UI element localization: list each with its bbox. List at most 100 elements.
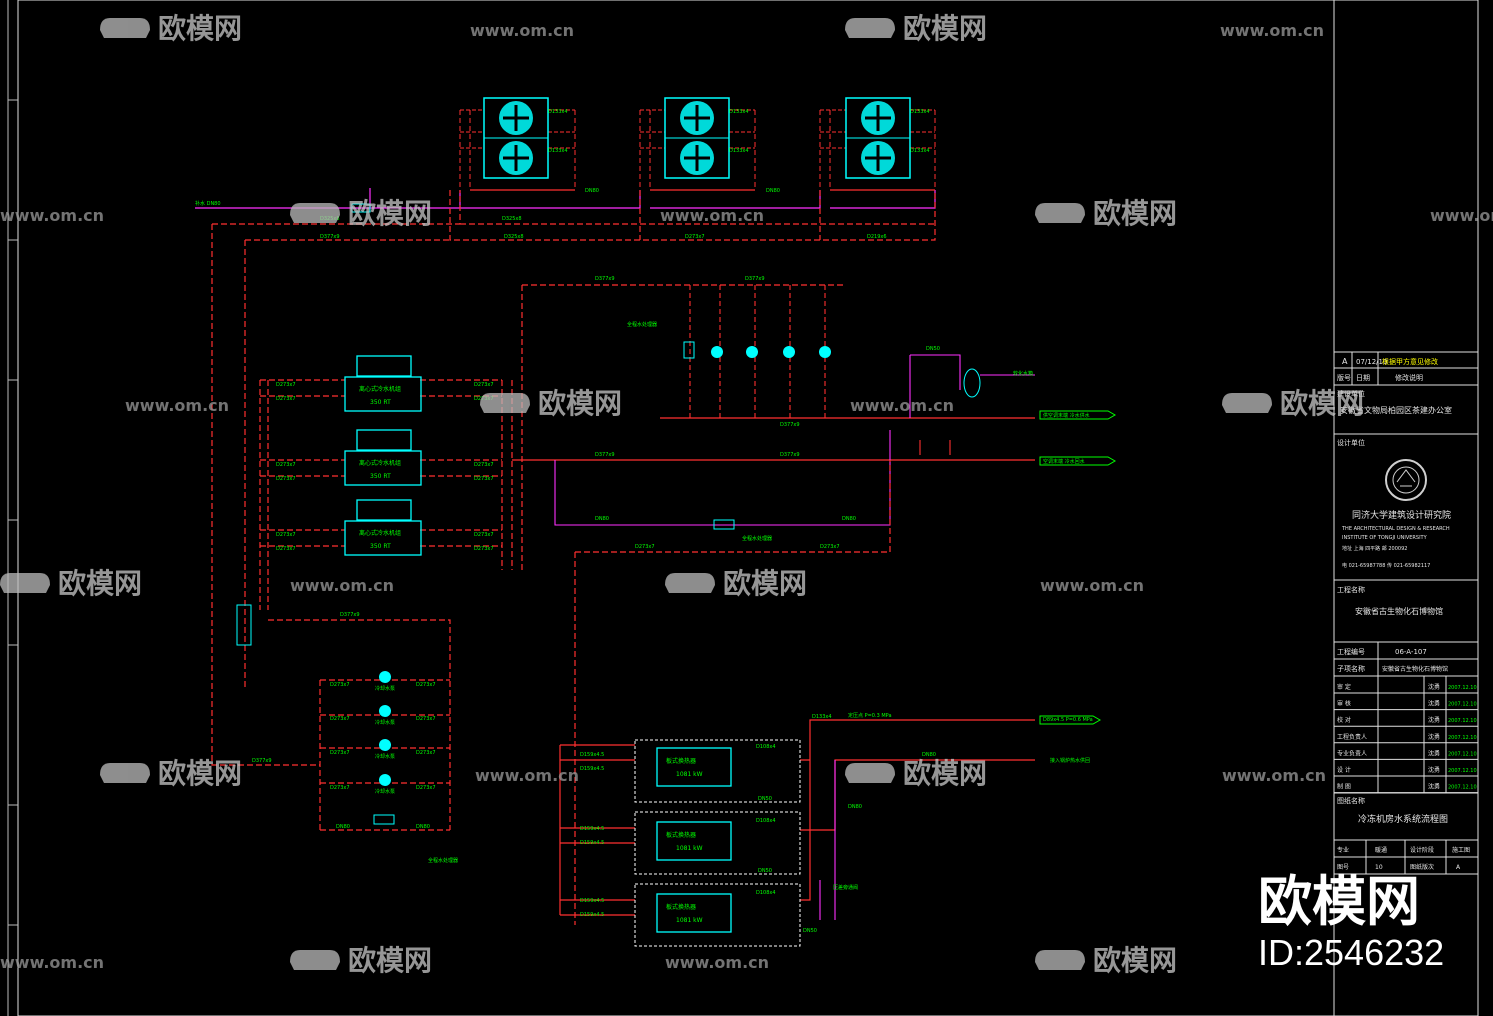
pipe-label: D377x9	[780, 452, 800, 458]
watermark-logo: 欧模网	[1035, 197, 1177, 230]
rev-desc: 根据甲方意见修改	[1382, 357, 1438, 366]
title-role-name: 沈勇	[1428, 766, 1440, 774]
pipe-label: DN80	[595, 516, 609, 522]
pipe-label: D377x9	[340, 612, 360, 618]
pipe-label: D159x4.5	[580, 912, 604, 918]
pipe-label: DN80	[766, 188, 780, 194]
cw-pump-1-label: 冷却水泵	[375, 685, 395, 692]
watermark-logo: 欧模网	[845, 12, 987, 45]
drawing-name: 冷冻机房水系统流程图	[1358, 813, 1448, 825]
pipe-label: DN80	[848, 804, 862, 810]
filter-label-3: 全程水处理器	[627, 321, 657, 328]
watermark-logo: 欧模网	[290, 197, 432, 230]
watermark-url-text: www.om.cn	[125, 396, 229, 415]
heat-exchanger-3	[656, 893, 732, 933]
chiller-2-cap: 350 RT	[370, 473, 391, 480]
bypass-label: 压差旁通阀	[833, 884, 858, 891]
title-role-role: 制 图	[1337, 783, 1351, 791]
cw-pump-4-label: 冷却水泵	[375, 788, 395, 795]
pipe-label: D159x4.5	[580, 766, 604, 772]
pipe-label: D273x7	[276, 532, 296, 538]
institute-tel: 电 021-65987788 传 021-65982117	[1342, 562, 1430, 569]
watermark-logo-text: 欧模网	[1280, 387, 1364, 420]
pipe-label: D159x4.5	[580, 826, 604, 832]
rev-col1: 版号	[1337, 373, 1351, 382]
watermark-url: www.om.cn	[0, 953, 104, 972]
watermark-url: www.om.cn	[475, 766, 579, 785]
filter-label-1: 全程水处理器	[742, 535, 772, 542]
pipe-label: D273x7	[474, 546, 494, 552]
pipe-label: DN80	[336, 824, 350, 830]
cw-pump-2	[379, 705, 391, 717]
pipe-label: DN80	[585, 188, 599, 194]
pipe-label: D133x4	[812, 714, 832, 720]
pipe-label: D377x9	[595, 276, 615, 282]
project-name: 安徽省古生物化石博物馆	[1355, 606, 1443, 616]
pipe-label: D273x7	[330, 785, 350, 791]
watermark-logo-text: 欧模网	[348, 944, 432, 977]
pipe-label: D273x7	[635, 544, 655, 550]
br2-d: A	[1456, 864, 1461, 871]
watermark-url: www.om.cn	[1220, 21, 1324, 40]
title-role-name: 沈勇	[1428, 700, 1440, 708]
pipe-label: D273x7	[474, 462, 494, 468]
cooling-tower-1	[483, 97, 549, 179]
pipe-label: D219x6	[867, 234, 887, 240]
watermark-logo-text: 欧模网	[903, 757, 987, 790]
watermarks: 欧模网 www.om.cn 欧模网 www.om.cn www.om.cn 欧模网 www.…	[0, 12, 1493, 977]
client-name: 安徽省文物局柏园区茶建办公室	[1340, 405, 1452, 415]
watermark-url: www.om.cn	[0, 206, 104, 225]
treatment-device-1	[713, 519, 735, 530]
heat-exchangers	[634, 739, 801, 947]
sofa-icon	[480, 393, 530, 413]
pipe-label: D325x8	[504, 234, 524, 240]
watermark-url-text: www.om.cn	[665, 953, 769, 972]
rev-col2: 日期	[1356, 374, 1370, 382]
pipe-label: D273x7	[820, 544, 840, 550]
pipe-label: D108x4	[756, 890, 776, 896]
pipe-label: D273x7	[276, 382, 296, 388]
pipe-label: D133x4	[729, 109, 749, 115]
sofa-icon	[665, 573, 715, 593]
pipe-label: D273x7	[330, 750, 350, 756]
water-treatment	[236, 203, 981, 825]
chw-pump-2	[746, 346, 758, 358]
pipe-label: D377x9	[745, 276, 765, 282]
chiller-1-name: 离心式冷水机组	[359, 385, 401, 393]
pipe-label: DN80	[922, 752, 936, 758]
chiller-2-condenser	[356, 429, 412, 451]
proj-no-label: 工程编号	[1337, 647, 1365, 656]
title-role-role: 专业负责人	[1337, 749, 1367, 757]
cw-pump-4	[379, 774, 391, 786]
title-role-name: 沈勇	[1428, 733, 1440, 741]
watermark-url-text: www.om.cn	[1220, 21, 1324, 40]
watermark-url-text: www.om.cn	[1222, 766, 1326, 785]
left-margin-ticks	[7, 0, 18, 1016]
pipe-label: D273x7	[474, 382, 494, 388]
pipe-label: D325x8	[502, 216, 522, 222]
ahu-return-label: 空调末端 冷水回水	[1043, 458, 1085, 465]
institute-seal-icon	[1385, 459, 1427, 501]
title-role-role: 审 定	[1337, 683, 1351, 691]
pipe-label: D273x7	[330, 716, 350, 722]
sofa-icon	[290, 950, 340, 970]
cw-pump-2-label: 冷却水泵	[375, 719, 395, 726]
pipe-label: D133x4	[910, 109, 930, 115]
makeup-meter	[351, 203, 371, 213]
institute-addr: 地址 上海 四平路 邮 200092	[1342, 545, 1407, 552]
sofa-icon	[290, 203, 340, 223]
pipe-label: D273x7	[685, 234, 705, 240]
pipe-label: D273x7	[416, 785, 436, 791]
pipe-label: D108x4	[756, 818, 776, 824]
watermark-url: www.om.cn	[290, 576, 394, 595]
watermark-url-text: www.om.cn	[0, 953, 104, 972]
watermark-logo: 欧模网	[1222, 387, 1364, 420]
sofa-icon	[1035, 950, 1085, 970]
sofa-icon	[0, 573, 50, 593]
pipe-label: D273x7	[416, 716, 436, 722]
pipe-label: D273x7	[416, 682, 436, 688]
heat-supply-label: 接入锅炉热水供回	[1050, 757, 1090, 764]
pipe-label: D273x7	[330, 682, 350, 688]
title-role-date: 2007.12.10	[1448, 751, 1477, 757]
